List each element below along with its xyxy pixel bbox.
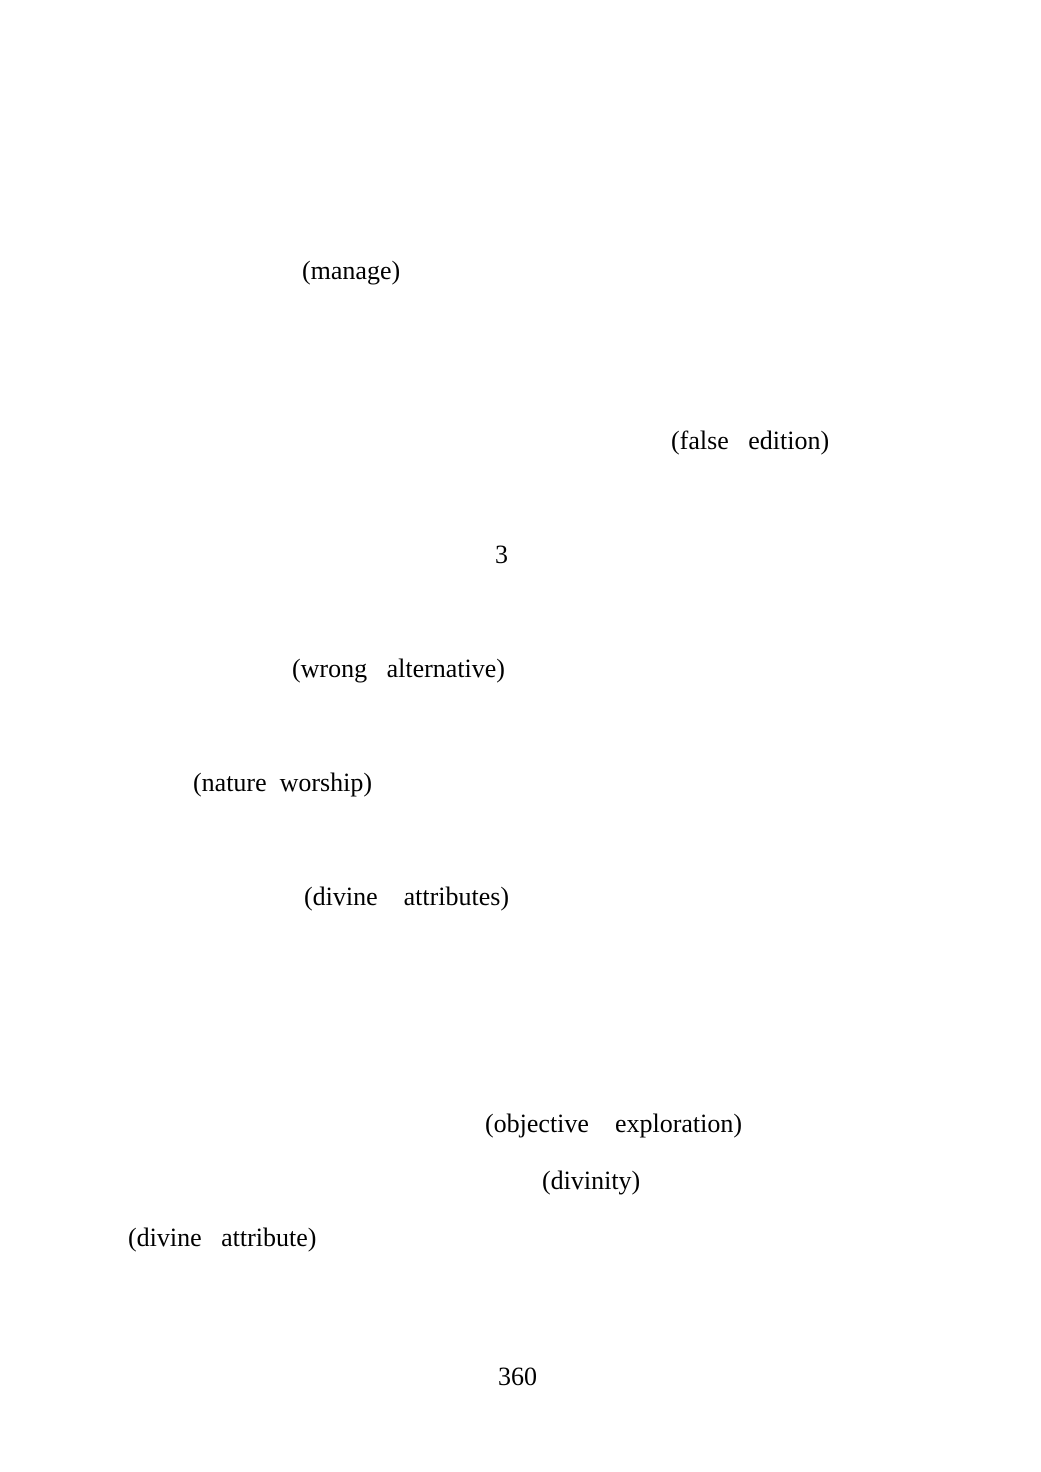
page-number: 360	[498, 1362, 537, 1391]
term-false-edition: (false edition)	[671, 426, 830, 455]
term-nature-worship: (nature worship)	[193, 768, 373, 797]
term-divine-attributes: (divine attributes)	[304, 882, 510, 911]
term-objective-exploration: (objective exploration)	[485, 1109, 743, 1138]
term-divine-attribute: (divine attribute)	[128, 1223, 317, 1252]
term-divinity: (divinity)	[542, 1166, 641, 1195]
term-manage: (manage)	[302, 256, 401, 285]
footnote-marker: 3	[495, 540, 508, 569]
term-wrong-alternative: (wrong alternative)	[292, 654, 505, 683]
